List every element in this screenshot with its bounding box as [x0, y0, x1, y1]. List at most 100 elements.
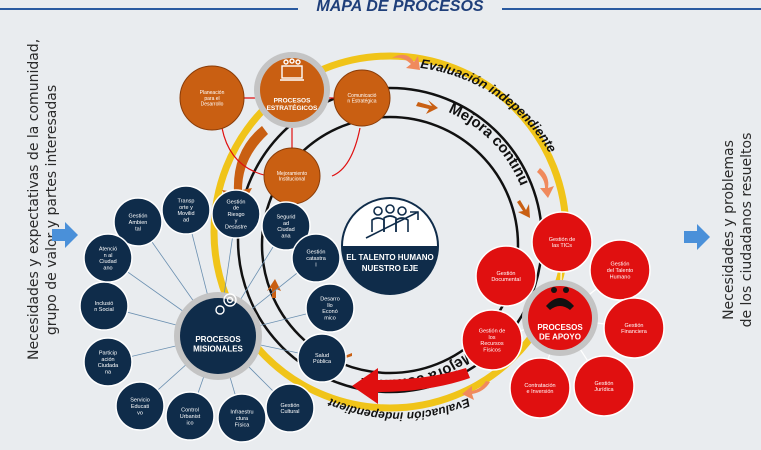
mission-node-6-line-3: Econó	[322, 309, 338, 315]
support-hub-label-line-1: PROCESOS	[537, 323, 583, 332]
mission-node-3-line-3: Riesgo	[227, 212, 244, 218]
mission-node-9-line-1: Infraestru	[230, 410, 253, 416]
mission-node-circle	[297, 333, 347, 383]
strategic-node-2-line-1: Comunicació	[348, 93, 377, 99]
mission-node-4-line-3: Ciudad	[277, 227, 294, 233]
strategic-hub-label-line-1: PROCESOS	[274, 98, 312, 105]
mission-node-8-line-1: Gestión	[281, 403, 300, 409]
mission-node-10-line-2: Urbanist	[180, 414, 201, 420]
mission-node-5-line-1: Gestión	[307, 250, 326, 256]
mission-node-6-line-1: Desarro	[320, 296, 340, 302]
improvement-ring-inner	[260, 115, 520, 375]
center-line-2: NUESTRO EJE	[362, 264, 419, 273]
mission-node-14-line-2: n al	[104, 253, 113, 259]
mission-hub-label-line-1: PROCESOS	[195, 335, 241, 344]
mission-node-12-line-2: ación	[101, 357, 114, 363]
support-node-6-line-1: Gestión de	[479, 328, 506, 334]
support-node-5-line-1: Contratación	[524, 383, 555, 389]
mission-node-13-line-2: n Social	[94, 307, 114, 313]
strategic-node-circle	[333, 69, 391, 127]
center-line-1: EL TALENTO HUMANO	[346, 253, 434, 262]
strategic-hub-label-line-2: ESTRATÉGICOS	[267, 103, 318, 112]
support-node-circle	[509, 357, 571, 419]
support-node-6-line-3: Recursos	[480, 341, 503, 347]
mission-node-9-line-2: ctura	[236, 416, 249, 422]
mission-node-12-line-1: Particip	[99, 350, 117, 356]
mission-node-3-line-2: de	[233, 206, 239, 212]
mission-node-7-line-1: Salud	[315, 353, 329, 359]
mission-node-3-line-1: Gestión	[227, 199, 246, 205]
mission-node-11-line-2: Educati	[131, 404, 149, 410]
strategic-node-circle	[179, 65, 245, 131]
support-node-1-line-2: las TICs	[552, 243, 572, 249]
input-arrow-icon	[52, 222, 78, 248]
mission-node-12-line-4: na	[105, 369, 112, 375]
support-node-circle	[603, 297, 665, 359]
flow-arrow-icon	[392, 54, 420, 70]
support-hub-circle	[528, 286, 592, 350]
mission-node-2-line-1: Transp	[178, 198, 195, 204]
mission-node-1-line-3: tal	[135, 226, 141, 232]
helping-hands-icon	[546, 287, 574, 310]
mission-node-circle	[161, 185, 211, 235]
people-growth-icon	[365, 204, 419, 239]
mission-node-11-line-3: vo	[137, 410, 143, 416]
support-node-1-line-1: Gestión de	[549, 237, 576, 243]
strategic-node-3-line-2: Institucional	[279, 177, 305, 183]
flow-arrow-icon	[416, 100, 438, 114]
support-node-circle	[475, 245, 537, 307]
meeting-table-icon	[280, 58, 304, 81]
support-node-3-line-2: Financiera	[621, 329, 648, 335]
mission-node-4-line-1: Segurid	[277, 214, 296, 220]
flow-arrow-icon	[462, 381, 490, 400]
map-title: MAPA DE PROCESOS	[316, 0, 484, 15]
mission-node-5-line-2: catastra	[306, 256, 327, 262]
flow-arrow-icon	[517, 200, 530, 218]
mission-node-12-line-3: Ciudada	[98, 363, 119, 369]
mission-node-circle	[291, 233, 341, 283]
mission-node-10-line-1: Control	[181, 408, 199, 414]
flow-arrow-icon	[267, 279, 281, 298]
support-node-circle	[573, 355, 635, 417]
mission-hub-circle	[180, 298, 256, 374]
mission-node-14-line-1: Atenció	[99, 246, 117, 252]
mission-hub-label-line-2: MISIONALES	[193, 344, 243, 353]
mission-node-7-line-2: Pública	[313, 359, 332, 365]
support-node-6-line-4: Físicos	[483, 347, 501, 353]
mission-node-circle	[83, 233, 133, 283]
support-node-circle	[589, 239, 651, 301]
center-emblem-lower-half	[342, 246, 438, 294]
title-rule-left	[0, 8, 298, 10]
